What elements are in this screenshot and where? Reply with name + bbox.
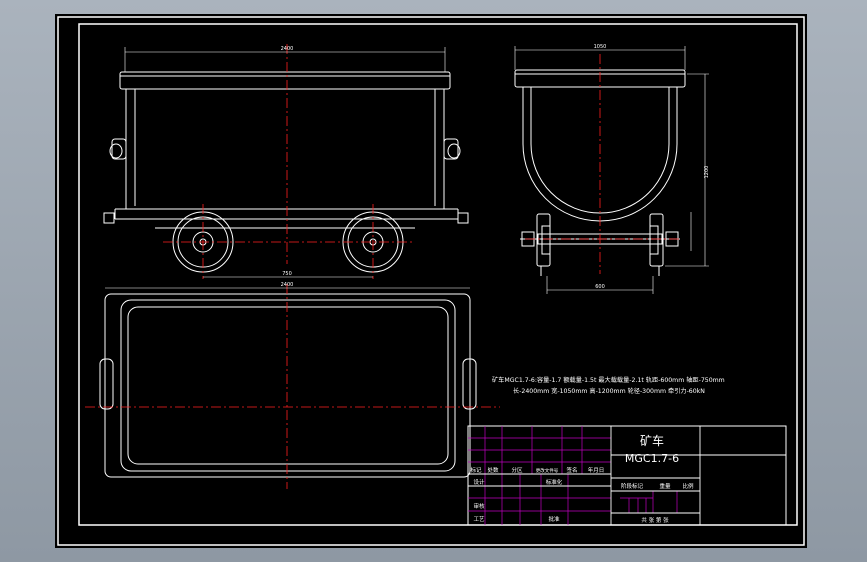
tb-standardize: 标准化 [546, 478, 563, 486]
plan-view [99, 293, 477, 478]
dim-track-gauge: 600 [595, 284, 605, 290]
tb-scale: 比例 [682, 482, 694, 490]
plan-centerlines [85, 284, 500, 489]
dim-plan-length: 2400 [281, 282, 294, 288]
end-centerlines [525, 54, 680, 274]
inner-frame [78, 23, 798, 526]
tb-stage-mark: 阶段标记 [621, 482, 644, 490]
cad-drawing: 2400 750 1050 1200 600 [57, 16, 805, 546]
tb-col-mark: 标记 [470, 466, 482, 474]
tb-col-sign: 签名 [566, 466, 577, 474]
tb-process: 工艺 [473, 516, 485, 523]
drawing-model: MGC1.7-6 [625, 452, 679, 465]
tb-sheets: 共 张 第 张 [641, 516, 669, 524]
title-block: 标记 处数 分区 更改文件号 签名 年月日 设计 标准化 审核 工艺 批准 阶段… [467, 425, 787, 526]
spec-line-2: 长-2400mm 宽-1050mm 高-1200mm 轮径-300mm 牵引力-… [513, 387, 705, 395]
outer-border [57, 16, 805, 546]
drawing-sheet: 2400 750 1050 1200 600 [55, 14, 807, 548]
side-dims [124, 47, 446, 278]
dim-end-height: 1200 [704, 166, 710, 179]
dim-end-width: 1050 [594, 44, 607, 50]
end-view [514, 69, 686, 276]
end-dims [514, 46, 709, 294]
side-centerlines [163, 44, 413, 279]
tb-approve: 批准 [548, 515, 560, 523]
tb-col-zone: 分区 [511, 466, 523, 474]
tb-col-count: 处数 [487, 466, 499, 474]
tb-review: 审核 [473, 502, 485, 510]
drawing-title-cn: 矿车 [640, 433, 664, 448]
tb-design: 设计 [473, 478, 485, 486]
dim-side-length: 2400 [281, 46, 294, 52]
spec-line-1: 矿车MGC1.7-6:容量-1.7 额载量-1.5t 最大载载量-2.1t 轨距… [492, 376, 725, 384]
tb-weight: 重量 [659, 482, 671, 490]
tb-col-docno: 更改文件号 [536, 467, 559, 474]
dim-wheelbase: 750 [282, 271, 292, 277]
tb-col-date: 年月日 [588, 466, 605, 474]
